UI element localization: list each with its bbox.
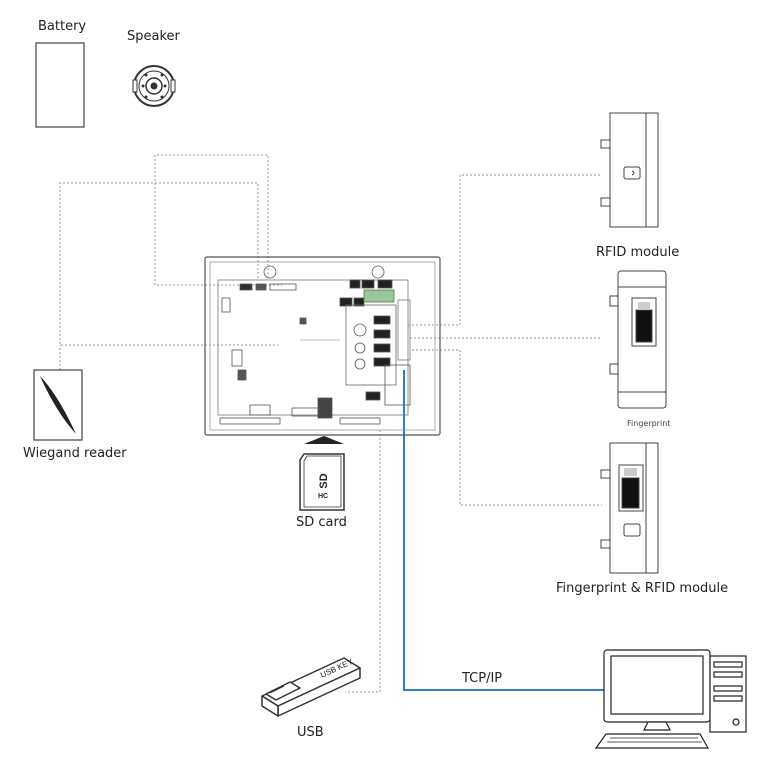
sd-card-label: SD card bbox=[296, 515, 347, 530]
computer-icon bbox=[594, 649, 747, 749]
speaker-label: Speaker bbox=[127, 29, 180, 44]
sd-insert-arrow bbox=[304, 436, 344, 444]
tcp-ip-label: TCP/IP bbox=[462, 671, 503, 686]
battery-line-a bbox=[59, 182, 278, 346]
usb-line bbox=[345, 430, 381, 693]
fingerprint-rfid-label: Fingerprint & RFID module bbox=[556, 581, 729, 596]
battery-icon bbox=[35, 42, 85, 128]
connection-lines bbox=[59, 154, 602, 693]
fingerprint-module-icon bbox=[609, 270, 667, 409]
sd-sub-text: HC bbox=[318, 493, 328, 500]
usb-stick-icon: USB KEY bbox=[261, 657, 361, 717]
usb-label: USB bbox=[297, 725, 324, 740]
rfid-line bbox=[408, 174, 602, 326]
fp-rfid-line bbox=[412, 349, 602, 506]
speaker-icon bbox=[132, 65, 176, 107]
fingerprint-rfid-module-icon bbox=[600, 442, 659, 574]
wiegand-reader-icon bbox=[33, 369, 83, 441]
sd-card-icon: SD HC bbox=[299, 453, 345, 511]
wiegand-reader-label: Wiegand reader bbox=[23, 446, 127, 461]
speaker-line-a bbox=[154, 154, 282, 286]
fingerprint-label: Fingerprint bbox=[627, 419, 671, 428]
sd-logo-text: SD bbox=[318, 473, 330, 488]
rfid-module-icon bbox=[600, 112, 659, 228]
rfid-module-label: RFID module bbox=[596, 245, 680, 260]
battery-label: Battery bbox=[38, 19, 87, 34]
tcp-ip-line bbox=[403, 370, 604, 691]
controller-board bbox=[204, 256, 441, 436]
